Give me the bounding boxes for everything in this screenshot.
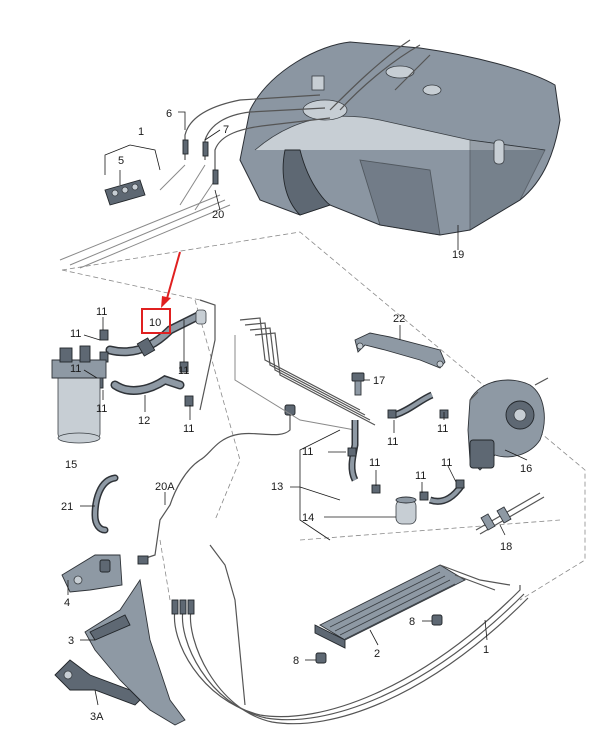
cover-3 [84, 578, 186, 726]
callout-14: 14 [302, 512, 314, 524]
bracket-22 [354, 332, 446, 369]
inline-filter-14 [395, 496, 417, 525]
callout-1-top: 1 [138, 126, 144, 138]
callout-11-i: 11 [302, 446, 313, 458]
callout-8-a: 8 [409, 616, 415, 628]
callout-11-e: 11 [178, 365, 189, 377]
callout-3a: 3A [90, 711, 104, 723]
bolt-17 [351, 372, 365, 396]
hose-12 [110, 375, 185, 395]
callout-11-a: 11 [96, 306, 107, 318]
line-clip-5 [104, 179, 146, 206]
callout-6: 6 [166, 108, 172, 120]
assembly-boundary [61, 231, 586, 601]
fuel-tank [239, 39, 561, 236]
lower-lines-1 [171, 544, 529, 725]
callout-17: 17 [373, 375, 385, 387]
callout-11-h: 11 [437, 423, 448, 435]
callout-11-l: 11 [441, 457, 452, 469]
fuel-filter-15 [51, 345, 107, 444]
assembly-boundary-lower [159, 519, 561, 601]
callout-5: 5 [118, 155, 124, 167]
callout-15: 15 [65, 459, 77, 471]
callout-21: 21 [61, 501, 73, 513]
callout-16: 16 [520, 463, 532, 475]
callout-3: 3 [68, 635, 74, 647]
callout-4: 4 [64, 597, 70, 609]
callout-19: 19 [452, 249, 464, 261]
leader-lines [67, 111, 528, 706]
guard-3a [54, 659, 141, 706]
hose-21 [91, 474, 119, 534]
callout-11-k: 11 [415, 470, 426, 482]
callout-8-b: 8 [293, 655, 299, 667]
fuel-cooler-2 [314, 564, 511, 649]
callout-10: 10 [149, 317, 161, 329]
callout-2: 2 [374, 648, 380, 660]
highlight-arrow [161, 251, 181, 308]
highlight-box-10 [141, 308, 171, 334]
clip-strip-18 [475, 492, 545, 535]
callout-13: 13 [271, 481, 283, 493]
callout-20a: 20A [155, 481, 175, 493]
callout-11-j: 11 [369, 457, 380, 469]
callout-1-bottom: 1 [483, 644, 489, 656]
hoses-center [347, 391, 465, 505]
bracket-4 [61, 554, 123, 593]
line-bundle-13 [234, 317, 376, 431]
callout-12: 12 [138, 415, 150, 427]
callout-11-d: 11 [96, 403, 107, 415]
callout-7: 7 [223, 124, 229, 136]
callout-11-g: 11 [387, 436, 398, 448]
callout-22: 22 [393, 313, 405, 325]
nut-8 [315, 614, 443, 664]
callout-20: 20 [212, 209, 224, 221]
callout-11-c: 11 [70, 363, 81, 375]
callout-11-b: 11 [70, 328, 81, 340]
callout-11-f: 11 [183, 423, 194, 435]
callout-18: 18 [500, 541, 512, 553]
fuel-pump-16 [467, 377, 549, 471]
